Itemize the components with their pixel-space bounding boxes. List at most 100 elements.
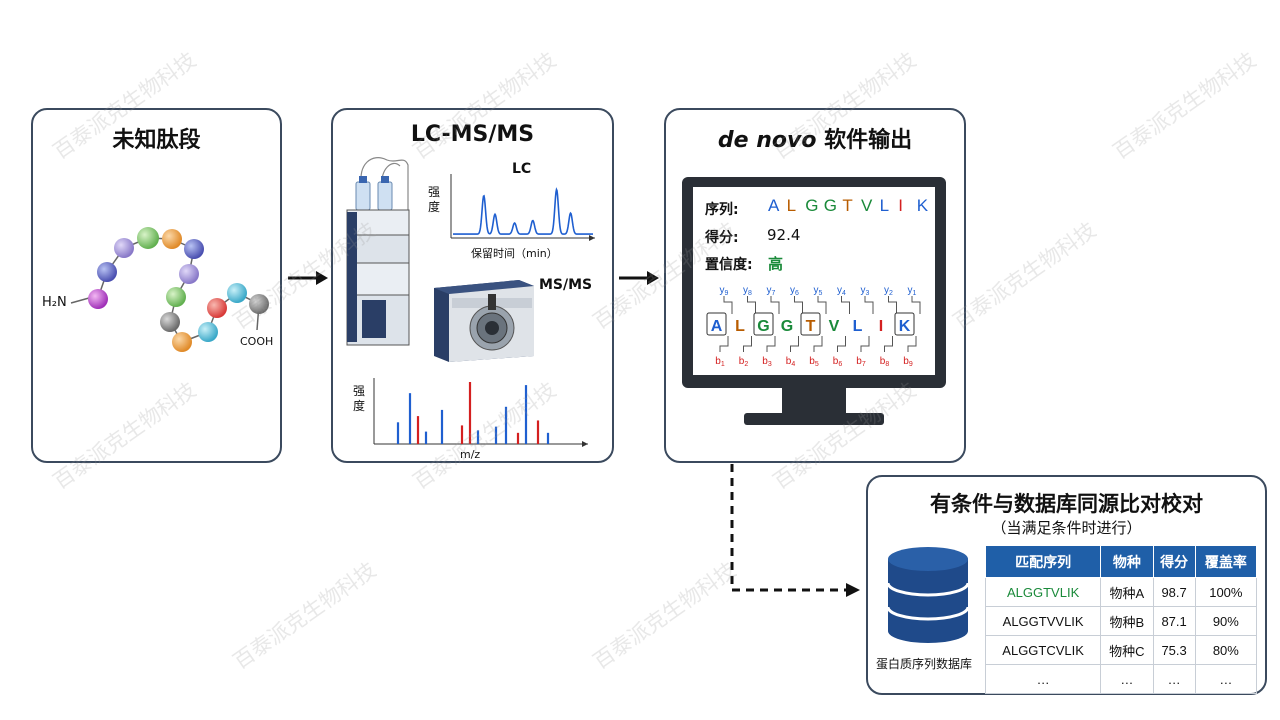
database-label: 蛋白质序列数据库 bbox=[876, 657, 973, 671]
panel-title-de-novo: de novo 软件输出 bbox=[666, 122, 964, 154]
residue-box bbox=[753, 312, 774, 336]
score-label: 得分: bbox=[705, 230, 739, 246]
amino-acid-bead bbox=[114, 238, 134, 258]
ladder-letter: A bbox=[711, 318, 723, 335]
amino-acid-bead bbox=[162, 229, 182, 249]
lc-x-axis-label: 保留时间（min） bbox=[471, 247, 558, 260]
lc-intensity-label: 强 度 bbox=[428, 185, 441, 214]
ladder-letter: L bbox=[735, 318, 745, 335]
ladder-letter: G bbox=[757, 318, 769, 335]
amino-acid-bead bbox=[137, 227, 159, 249]
de-novo-italic: de novo bbox=[717, 128, 817, 153]
table-cell: 100% bbox=[1194, 577, 1258, 607]
lc-instrument-illustration bbox=[346, 157, 410, 346]
table-header-cell: 物种 bbox=[1100, 545, 1154, 578]
residue-box bbox=[800, 312, 821, 336]
amino-acid-bead bbox=[88, 289, 108, 309]
residue-box bbox=[706, 312, 727, 336]
ladder-letter: L bbox=[853, 318, 863, 335]
b-ion-label: b7 bbox=[856, 356, 866, 368]
sequence-letter: K bbox=[916, 196, 929, 215]
table-cell: 80% bbox=[1194, 635, 1258, 665]
residue-box bbox=[894, 312, 915, 336]
cooh-terminus-label: COOH bbox=[240, 335, 274, 348]
h2n-terminus-label: H₂N bbox=[42, 295, 67, 310]
table-header-row: 匹配序列 物种 得分 覆盖率 bbox=[984, 545, 1258, 578]
table-cell: … bbox=[984, 664, 1102, 694]
table-cell: ALGGTVLIK bbox=[984, 577, 1102, 607]
table-cell: 90% bbox=[1194, 606, 1258, 636]
score-value: 92.4 bbox=[767, 226, 801, 244]
b-ion-bracket bbox=[860, 336, 870, 352]
sequence-letter: G bbox=[805, 196, 819, 215]
table-cell: … bbox=[1100, 664, 1154, 694]
b-ion-bracket bbox=[813, 336, 823, 352]
fragment-ion-ladder: Ay9b1Ly8b2Gy7b3Gy6b4Ty5b5Vy4b6Ly3b7Iy2b8… bbox=[706, 285, 921, 368]
ladder-letter: V bbox=[829, 318, 840, 335]
b-ion-label: b6 bbox=[833, 356, 843, 368]
b-ion-label: b5 bbox=[809, 356, 819, 368]
b-ion-bracket bbox=[837, 336, 846, 352]
table-cell: 物种A bbox=[1100, 577, 1154, 607]
de-novo-title-rest: 软件输出 bbox=[816, 128, 913, 153]
y-ion-bracket bbox=[911, 296, 921, 314]
y-ion-bracket bbox=[770, 296, 780, 314]
amino-acid-bead bbox=[249, 294, 269, 314]
homology-title: 有条件与数据库同源比对校对 bbox=[930, 492, 1203, 516]
b-ion-bracket bbox=[790, 336, 799, 352]
sequence-letter: I bbox=[898, 196, 903, 215]
ladder-letter: I bbox=[879, 318, 883, 335]
y-ion-bracket bbox=[747, 296, 756, 314]
y-ion-label: y8 bbox=[743, 285, 752, 297]
peptide-chain-illustration bbox=[70, 227, 269, 352]
watermark: 百泰派克生物科技 bbox=[228, 557, 381, 674]
y-ion-label: y2 bbox=[884, 285, 893, 297]
amino-acid-bead bbox=[172, 332, 192, 352]
dashed-arrow-icon bbox=[730, 464, 860, 597]
lc-chromatogram bbox=[450, 174, 595, 241]
y-ion-label: y5 bbox=[814, 285, 823, 297]
panel-title-unknown-peptide: 未知肽段 bbox=[112, 128, 201, 153]
sequence-letter: V bbox=[861, 196, 873, 215]
msms-label: MS/MS bbox=[539, 277, 593, 293]
table-row: ALGGTVVLIK 物种B 87.1 90% bbox=[984, 606, 1258, 636]
b-ion-label: b1 bbox=[715, 356, 725, 368]
y-ion-label: y7 bbox=[767, 285, 776, 297]
table-cell: ALGGTVVLIK bbox=[984, 606, 1102, 636]
amino-acid-bead bbox=[227, 283, 247, 303]
amino-acid-bead bbox=[179, 264, 199, 284]
y-ion-bracket bbox=[888, 296, 897, 314]
b-ion-label: b9 bbox=[903, 356, 913, 368]
table-cell: 75.3 bbox=[1152, 635, 1196, 665]
ms-spectrum-chart bbox=[373, 378, 588, 447]
table-cell: 物种C bbox=[1100, 635, 1154, 665]
ms-intensity-label: 强 度 bbox=[353, 384, 366, 413]
y-ion-label: y6 bbox=[790, 285, 799, 297]
y-ion-label: y1 bbox=[908, 285, 917, 297]
table-row: ALGGTVLIK 物种A 98.7 100% bbox=[984, 577, 1258, 607]
amino-acid-bead bbox=[166, 287, 186, 307]
b-ion-label: b2 bbox=[739, 356, 749, 368]
watermark: 百泰派克生物科技 bbox=[1108, 47, 1261, 164]
table-header-cell: 得分 bbox=[1152, 545, 1196, 578]
y-ion-label: y4 bbox=[837, 285, 846, 297]
table-cell: … bbox=[1152, 664, 1196, 694]
y-ion-label: y3 bbox=[861, 285, 870, 297]
monitor-screen bbox=[693, 187, 935, 375]
amino-acid-bead bbox=[207, 298, 227, 318]
b-ion-label: b3 bbox=[762, 356, 772, 368]
y-ion-label: y9 bbox=[720, 285, 729, 297]
table-cell: 98.7 bbox=[1152, 577, 1196, 607]
amino-acid-bead bbox=[198, 322, 218, 342]
homology-results-table: 匹配序列 物种 得分 覆盖率 ALGGTVLIK 物种A 98.7 100% A… bbox=[984, 545, 1258, 694]
sequence-letter: L bbox=[786, 196, 797, 215]
y-ion-bracket bbox=[864, 296, 874, 314]
table-row: ALGGTCVLIK 物种C 75.3 80% bbox=[984, 635, 1258, 665]
table-cell: … bbox=[1194, 664, 1258, 694]
confidence-label: 置信度: bbox=[705, 257, 753, 273]
lc-label: LC bbox=[512, 161, 532, 177]
watermark: 百泰派克生物科技 bbox=[588, 557, 741, 674]
monitor-neck bbox=[782, 388, 846, 416]
sequence-letter: L bbox=[879, 196, 890, 215]
